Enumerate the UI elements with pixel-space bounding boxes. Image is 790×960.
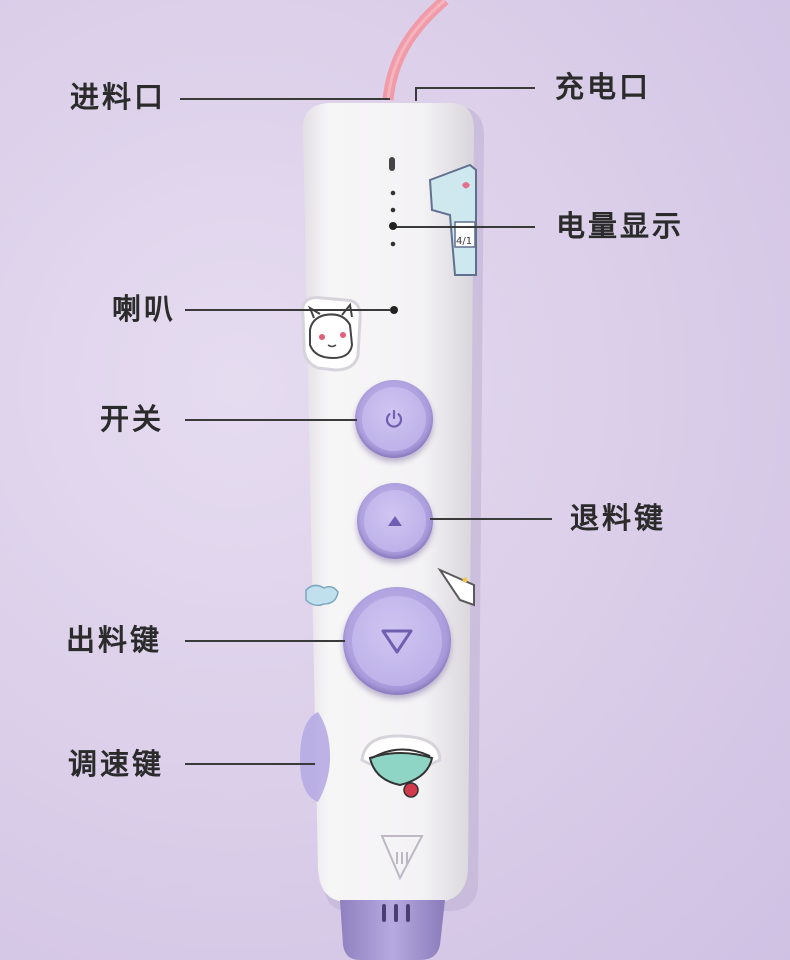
leader-line-charge-port-drop (415, 87, 417, 101)
sticker-flag (437, 567, 475, 607)
speed-key-bump (300, 712, 330, 802)
sticker-bowl (360, 734, 442, 798)
retract-button[interactable] (357, 483, 433, 559)
extrude-button[interactable] (343, 587, 451, 695)
label-charge-port: 充电口 (555, 70, 652, 104)
sticker-cat (301, 296, 362, 372)
leader-line-power (185, 419, 357, 421)
triangle-down-icon (381, 629, 413, 654)
leader-line-speaker (185, 309, 390, 311)
label-speaker: 喇叭 (112, 292, 177, 326)
leader-line-speed-key (185, 763, 315, 765)
leader-line-extrude-key (185, 640, 345, 642)
triangle-up-icon (388, 516, 402, 526)
leader-line-retract-key (430, 518, 552, 520)
label-battery-display: 电量显示 (556, 209, 685, 243)
speaker-hole (390, 306, 398, 314)
label-feed-port: 进料口 (70, 80, 167, 114)
power-button[interactable] (355, 380, 433, 458)
leader-line-charge-port (417, 87, 535, 89)
label-extrude-key: 出料键 (66, 623, 163, 657)
sticker-cloud (305, 584, 339, 607)
label-power: 开关 (100, 402, 165, 436)
charging-cable (382, 0, 449, 101)
engraved-logo (380, 835, 424, 881)
svg-text:4/1: 4/1 (456, 236, 472, 247)
leader-line-feed-port (180, 98, 390, 100)
sticker-box: 4/1 (428, 163, 477, 276)
leader-dot-battery-display (389, 222, 397, 230)
nozzle (340, 900, 445, 960)
label-speed-key: 调速键 (68, 747, 165, 781)
leader-line-battery-display (395, 226, 535, 228)
power-icon (385, 409, 403, 428)
label-retract-key: 退料键 (570, 501, 667, 535)
battery-led-bar (389, 157, 395, 171)
